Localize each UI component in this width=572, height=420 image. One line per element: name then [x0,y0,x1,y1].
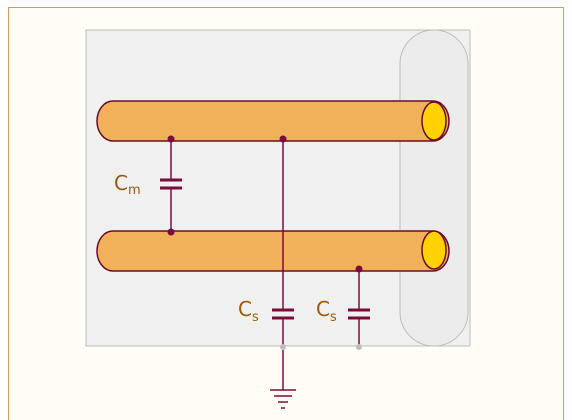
substrate-end-cap [399,29,469,347]
self-capacitor-1-label: Cs [238,297,259,325]
bottom-conductor-end [421,230,447,270]
self-capacitor-2-label: Cs [316,297,337,325]
mutual-capacitor-label: Cm [114,171,141,198]
cm-bottom-node [167,228,175,236]
self-capacitor-1 [272,139,294,346]
self-capacitor-2 [348,269,370,346]
top-conductor [96,100,450,142]
cs2-ground-node [356,344,362,350]
cs1-ground-node [280,344,286,350]
cm-top-node [167,135,175,143]
cs2-top-node [355,265,363,273]
cs1-top-node [279,135,287,143]
top-conductor-end [421,101,447,141]
bottom-conductor [96,230,450,272]
ground-symbol-icon [270,350,296,409]
mutual-capacitor [160,139,182,232]
